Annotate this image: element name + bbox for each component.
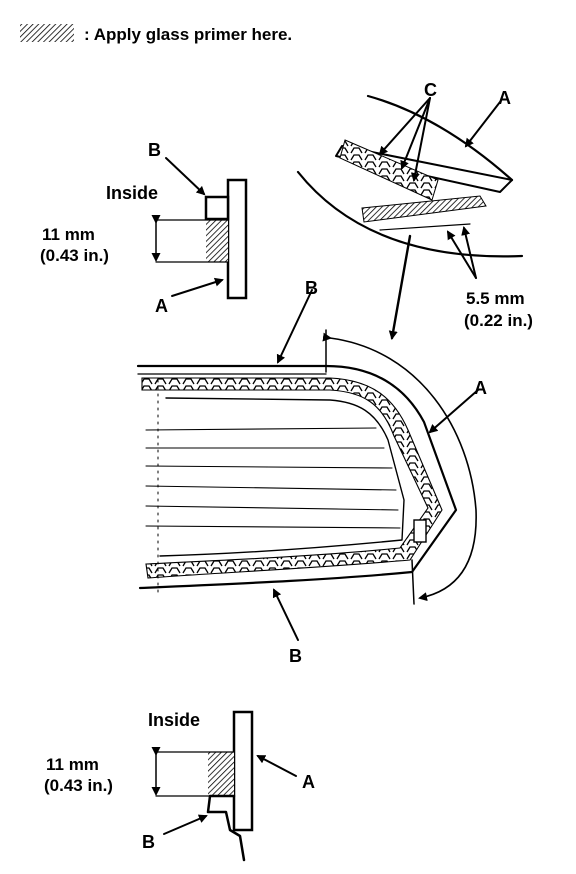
- dim-line-5-5mm: [446, 230, 477, 279]
- label-inside: Inside: [106, 183, 158, 203]
- glass-section-bottom: [232, 710, 254, 832]
- primer-area-top-section: [206, 220, 228, 262]
- label-inside: Inside: [148, 710, 200, 730]
- section-detail-top: B Inside 11 mm (0.43 in.) A: [40, 140, 248, 316]
- primer-band-window: [141, 377, 443, 579]
- dim-mm-label: 5.5 mm: [466, 289, 525, 308]
- legend: : Apply glass primer here.: [20, 24, 292, 44]
- label-b: B: [289, 646, 302, 666]
- window-glass-view: B A B: [136, 278, 487, 666]
- label-a: A: [498, 88, 511, 108]
- dim-mm-label: 11 mm: [42, 225, 95, 244]
- label-b: B: [142, 832, 155, 852]
- label-a: A: [155, 296, 168, 316]
- glass-section-top: [226, 178, 248, 300]
- label-c: C: [424, 80, 437, 100]
- primer-area-bottom-section: [208, 752, 234, 796]
- dim-in-label: (0.43 in.): [44, 776, 113, 795]
- primer-band-zoom: [339, 139, 439, 201]
- dim-in-label: (0.43 in.): [40, 246, 109, 265]
- legend-text: : Apply glass primer here.: [84, 25, 292, 44]
- dim-mm-label: 11 mm: [46, 755, 99, 774]
- section-detail-bottom: Inside 11 mm (0.43 in.) A B: [44, 710, 315, 862]
- pointer-to-window: [388, 234, 412, 340]
- zoom-detail: C A 5.5 mm (0.22 in.): [296, 80, 533, 340]
- molding-section-top: [204, 195, 230, 221]
- label-b: B: [148, 140, 161, 160]
- label-a: A: [474, 378, 487, 398]
- label-b: B: [305, 278, 318, 298]
- label-a: A: [302, 772, 315, 792]
- dim-in-label: (0.22 in.): [464, 311, 533, 330]
- primer-range-arc: [322, 332, 477, 602]
- glass-edge-zoom: [335, 145, 513, 193]
- hatch-swatch-icon: [20, 24, 74, 42]
